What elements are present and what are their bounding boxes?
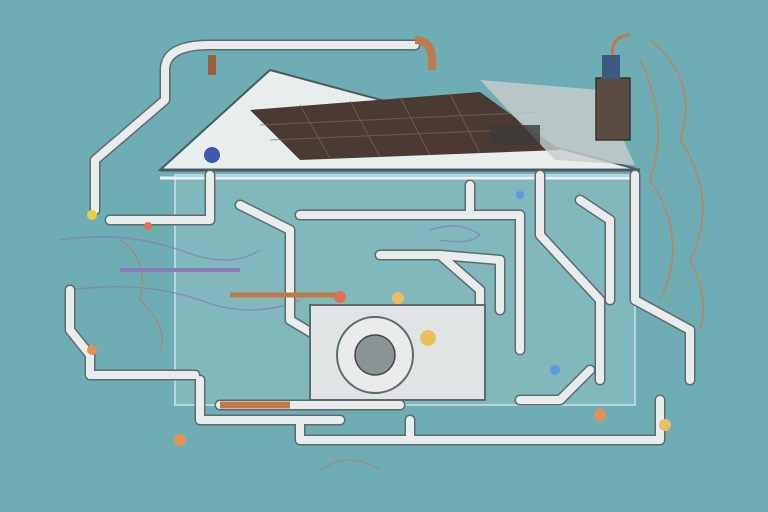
pipes bbox=[64, 36, 696, 446]
chimney bbox=[595, 33, 631, 141]
heat-pump-unit bbox=[309, 291, 486, 401]
solar-roof-panels bbox=[250, 92, 560, 160]
fittings bbox=[87, 147, 671, 446]
wires bbox=[59, 39, 704, 471]
fan-grille bbox=[354, 334, 396, 376]
